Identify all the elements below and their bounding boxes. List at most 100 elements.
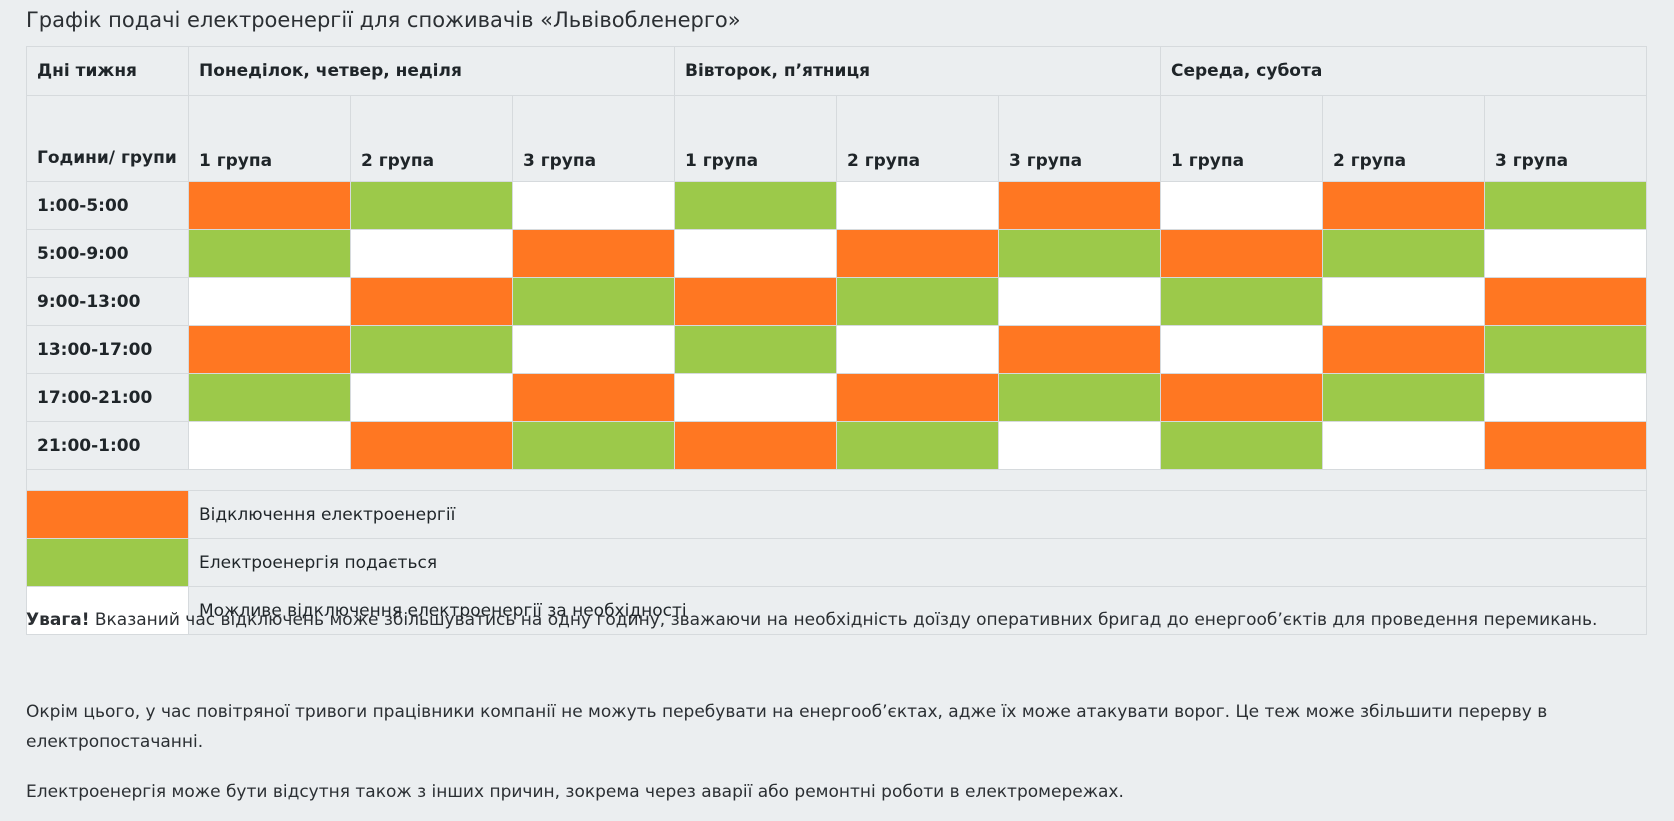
- group-header: 3 група: [1484, 95, 1647, 182]
- status-cell-possible: [674, 229, 837, 278]
- status-cell-possible: [1322, 277, 1485, 326]
- status-cell-possible: [1160, 181, 1323, 230]
- legend-item: Можливе відключення електроенергії за не…: [26, 586, 1647, 635]
- warning-label: Увага!: [26, 610, 90, 630]
- status-cell-off: [836, 229, 999, 278]
- hours-groups-header-cell: Години/ групи: [26, 95, 189, 182]
- status-cell-on: [674, 325, 837, 374]
- group-header: 1 група: [1160, 95, 1323, 182]
- time-slot-label: 5:00-9:00: [26, 229, 189, 278]
- status-cell-on: [836, 421, 999, 470]
- day-group-header: Середа, субота: [1160, 46, 1647, 96]
- status-cell-off: [1160, 373, 1323, 422]
- legend-swatch-off: [26, 490, 189, 539]
- legend-swatch-possible: [26, 586, 189, 635]
- group-header: 2 група: [836, 95, 999, 182]
- status-cell-on: [1160, 277, 1323, 326]
- status-cell-possible: [1484, 229, 1647, 278]
- status-cell-on: [998, 373, 1161, 422]
- status-cell-possible: [350, 229, 513, 278]
- group-header: 3 група: [998, 95, 1161, 182]
- status-cell-on: [1484, 181, 1647, 230]
- group-header: 1 група: [674, 95, 837, 182]
- status-cell-possible: [512, 325, 675, 374]
- status-cell-on: [350, 325, 513, 374]
- time-slot-label: 13:00-17:00: [26, 325, 189, 374]
- spacer-cell: [26, 469, 1647, 491]
- status-cell-on: [998, 229, 1161, 278]
- status-cell-off: [674, 421, 837, 470]
- status-cell-off: [1322, 325, 1485, 374]
- day-group-header: Вівторок, п’ятниця: [674, 46, 1161, 96]
- status-cell-possible: [1484, 373, 1647, 422]
- status-cell-on: [188, 373, 351, 422]
- status-cell-off: [1322, 181, 1485, 230]
- time-slot-label: 17:00-21:00: [26, 373, 189, 422]
- status-cell-off: [350, 421, 513, 470]
- time-slot-row: 1:00-5:00: [26, 181, 1647, 230]
- group-header: 1 група: [188, 95, 351, 182]
- status-cell-on: [836, 277, 999, 326]
- days-header-cell: Дні тижня: [26, 46, 189, 96]
- legend-label: Можливе відключення електроенергії за не…: [188, 586, 1647, 635]
- status-cell-off: [1484, 421, 1647, 470]
- other-reasons-note: Електроенергія може бути відсутня також …: [26, 782, 1124, 802]
- status-cell-possible: [1322, 421, 1485, 470]
- groups-header-row: Години/ групи 1 група 2 група 3 група 1 …: [26, 95, 1647, 182]
- status-cell-on: [512, 277, 675, 326]
- status-cell-possible: [512, 181, 675, 230]
- legend-swatch-on: [26, 538, 189, 587]
- status-cell-possible: [674, 373, 837, 422]
- status-cell-on: [188, 229, 351, 278]
- status-cell-on: [512, 421, 675, 470]
- air-raid-note: Окрім цього, у час повітряної тривоги пр…: [26, 702, 1548, 752]
- time-slot-row: 9:00-13:00: [26, 277, 1647, 326]
- status-cell-possible: [1160, 325, 1323, 374]
- page-title: Графік подачі електроенергії для спожива…: [26, 8, 741, 32]
- status-cell-on: [1322, 373, 1485, 422]
- spacer-row: [26, 469, 1647, 491]
- status-cell-off: [188, 181, 351, 230]
- status-cell-off: [998, 325, 1161, 374]
- status-cell-off: [350, 277, 513, 326]
- time-slot-row: 21:00-1:00: [26, 421, 1647, 470]
- legend-label: Електроенергія подається: [188, 538, 1647, 587]
- status-cell-off: [1484, 277, 1647, 326]
- time-slot-label: 1:00-5:00: [26, 181, 189, 230]
- status-cell-possible: [188, 421, 351, 470]
- legend-label: Відключення електроенергії: [188, 490, 1647, 539]
- status-cell-possible: [188, 277, 351, 326]
- status-cell-on: [350, 181, 513, 230]
- time-slot-row: 13:00-17:00: [26, 325, 1647, 374]
- day-group-header: Понеділок, четвер, неділя: [188, 46, 675, 96]
- status-cell-off: [512, 373, 675, 422]
- days-header-row: Дні тижня Понеділок, четвер, неділя Вівт…: [26, 46, 1647, 96]
- status-cell-on: [1322, 229, 1485, 278]
- status-cell-off: [836, 373, 999, 422]
- status-cell-off: [674, 277, 837, 326]
- time-slot-label: 9:00-13:00: [26, 277, 189, 326]
- group-header: 3 група: [512, 95, 675, 182]
- time-slot-row: 17:00-21:00: [26, 373, 1647, 422]
- group-header: 2 група: [350, 95, 513, 182]
- time-slot-row: 5:00-9:00: [26, 229, 1647, 278]
- warning-note: Увага! Вказаний час відключень може збіл…: [26, 605, 1646, 635]
- group-header: 2 група: [1322, 95, 1485, 182]
- status-cell-possible: [836, 181, 999, 230]
- legend-item: Відключення електроенергії: [26, 490, 1647, 539]
- status-cell-off: [512, 229, 675, 278]
- status-cell-on: [674, 181, 837, 230]
- time-slot-label: 21:00-1:00: [26, 421, 189, 470]
- status-cell-off: [1160, 229, 1323, 278]
- status-cell-possible: [836, 325, 999, 374]
- status-cell-off: [188, 325, 351, 374]
- status-cell-possible: [998, 421, 1161, 470]
- status-cell-on: [1160, 421, 1323, 470]
- warning-text: Вказаний час відключень може збільшувати…: [89, 610, 1598, 630]
- legend-item: Електроенергія подається: [26, 538, 1647, 587]
- status-cell-off: [998, 181, 1161, 230]
- status-cell-possible: [350, 373, 513, 422]
- status-cell-on: [1484, 325, 1647, 374]
